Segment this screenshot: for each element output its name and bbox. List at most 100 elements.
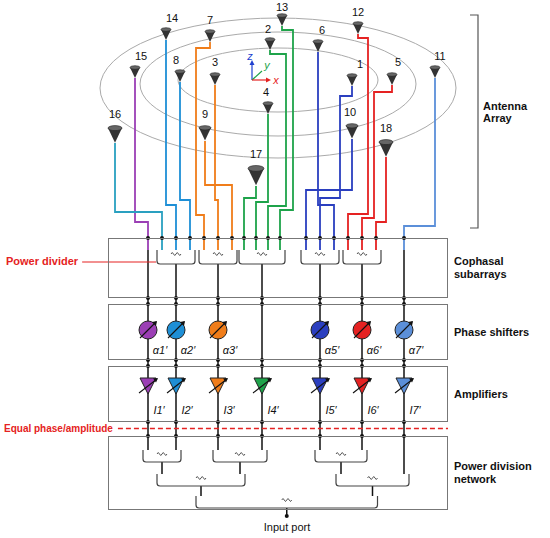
power-divider — [157, 474, 245, 486]
callout-number: 3 — [212, 56, 218, 68]
feed-wire — [256, 114, 268, 250]
tuning-arrow — [354, 322, 370, 338]
resistor-symbol — [368, 477, 378, 480]
horn-aperture — [430, 66, 440, 70]
callout-number: 5 — [395, 56, 401, 68]
resistor-symbol — [235, 453, 245, 456]
power-divider — [213, 450, 267, 462]
axis-arrow — [266, 78, 271, 83]
signal-name: I1′ — [153, 404, 164, 416]
band-label: Cophasal subarrays — [454, 238, 546, 298]
resistor-symbol — [257, 253, 267, 256]
junction-dot — [260, 420, 264, 424]
horn-aperture — [175, 70, 185, 74]
resistor-symbol — [336, 453, 346, 456]
amplifier — [210, 378, 226, 394]
signal-name: I3′ — [223, 404, 234, 416]
axis-label: z — [247, 50, 253, 62]
tuning-arrow — [167, 379, 185, 393]
junction-dot — [402, 420, 406, 424]
feed-wire — [215, 85, 218, 250]
axis-label: x — [273, 74, 279, 86]
junction-dot — [174, 420, 178, 424]
tuning-arrow — [181, 378, 186, 383]
amplifier — [354, 378, 370, 394]
signal-name: α3′ — [223, 344, 237, 356]
amplifier — [140, 378, 156, 394]
horn-aperture — [199, 126, 211, 130]
power-divider — [199, 250, 237, 264]
stage-band: Power division network — [108, 436, 548, 510]
feed-wire — [244, 186, 256, 250]
junction-dot — [360, 296, 364, 300]
tuning-arrow — [223, 378, 228, 383]
resistor-symbol — [213, 253, 223, 256]
tuning-arrow — [366, 321, 371, 326]
feed-line — [239, 462, 241, 474]
reference-line — [118, 428, 448, 429]
signal-name: I7′ — [409, 404, 420, 416]
annotation: Power divider — [6, 255, 78, 267]
resistor-symbol — [196, 477, 206, 480]
signal-name: I2′ — [181, 404, 192, 416]
power-divider — [301, 250, 339, 264]
tuning-arrow — [222, 321, 227, 326]
junction-dot — [216, 420, 220, 424]
signal-name: α6′ — [367, 344, 381, 356]
feed-line — [372, 486, 374, 496]
resistor-symbol — [171, 253, 181, 256]
signal-name: α7′ — [409, 344, 423, 356]
horn-aperture — [248, 166, 264, 172]
phase-shifter — [395, 321, 413, 339]
junction-dot — [146, 420, 150, 424]
amplifier — [312, 378, 328, 394]
horn-aperture — [265, 38, 275, 42]
power-divider — [157, 250, 195, 264]
tuning-arrow — [152, 321, 157, 326]
callout-number: 2 — [265, 23, 271, 35]
junction-dot — [174, 296, 178, 300]
resistor-symbol — [357, 253, 367, 256]
band-outline — [108, 436, 448, 510]
resistor-symbol — [282, 499, 292, 502]
horn-aperture — [313, 40, 323, 44]
tuning-arrow — [396, 322, 412, 338]
horn-aperture — [210, 73, 220, 77]
junction-dot — [402, 296, 406, 300]
feed-wire — [306, 139, 352, 250]
tuning-arrow — [210, 322, 226, 338]
band-label: Power division network — [454, 436, 546, 510]
band-label: Phase shifters — [454, 304, 546, 360]
feed-line — [200, 486, 202, 496]
bracket — [470, 15, 478, 228]
junction-dot — [318, 296, 322, 300]
horn-aperture — [379, 140, 393, 145]
signal-name: I6′ — [367, 404, 378, 416]
callout-number: 11 — [434, 50, 445, 62]
feed-wire — [376, 157, 386, 250]
tuning-arrow — [168, 322, 184, 338]
resistor-symbol — [315, 253, 325, 256]
callout-number: 15 — [135, 50, 147, 62]
callout-number: 6 — [319, 24, 325, 36]
phase-shifter — [353, 321, 371, 339]
annotation: Equal phase/amplitude — [4, 423, 113, 434]
tuning-arrow — [408, 321, 413, 326]
tuning-arrow — [153, 378, 158, 383]
power-divider — [336, 474, 409, 486]
feed-line — [161, 462, 163, 474]
signal-name: α1′ — [153, 344, 167, 356]
feed-wire — [166, 40, 176, 250]
horn-aperture — [108, 126, 122, 131]
tuning-arrow — [367, 378, 372, 383]
callout-number: 14 — [166, 12, 178, 24]
power-divider — [196, 496, 378, 508]
junction-dot — [216, 358, 220, 362]
junction-dot — [285, 514, 289, 518]
band-label: Amplifiers — [454, 366, 546, 422]
horn-aperture — [130, 66, 140, 70]
tuning-arrow — [395, 379, 413, 393]
phase-shifter — [311, 321, 329, 339]
leader-line — [82, 261, 156, 262]
callout-number: 16 — [109, 108, 121, 120]
